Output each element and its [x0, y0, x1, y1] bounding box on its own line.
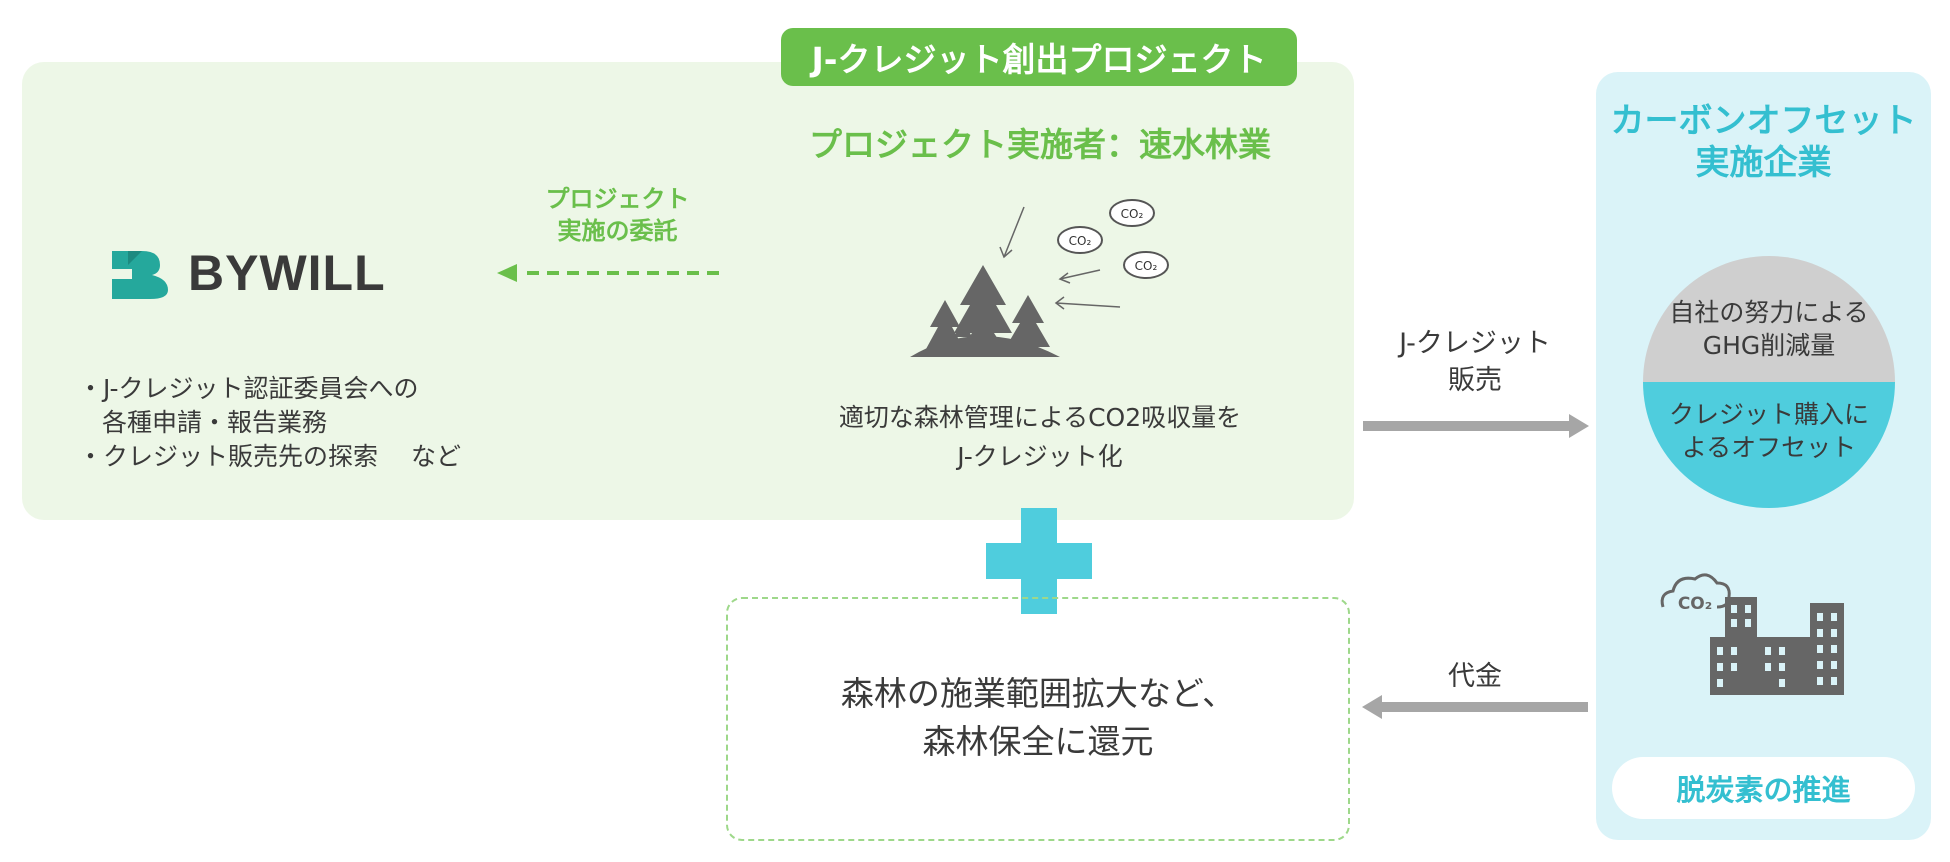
svg-text:CO₂: CO₂	[1135, 259, 1158, 273]
building-icon	[1710, 597, 1844, 695]
offset-company-title-line2: 実施企業	[1695, 143, 1832, 183]
credit-sale-label-line1: J-クレジット	[1399, 328, 1551, 359]
task-item: ・J-クレジット認証委員会への	[78, 374, 419, 403]
payment-arrow	[1362, 695, 1588, 719]
own-effort-text: 自社の努力による GHG削減量	[1643, 296, 1895, 362]
forest-caption: 適切な森林管理によるCO2吸収量を J-クレジット化	[790, 398, 1290, 476]
entrust-label-line1: プロジェクト	[545, 185, 690, 213]
plus-icon	[986, 508, 1092, 614]
return-text-line2: 森林保全に還元	[922, 722, 1154, 761]
payment-label: 代金	[1448, 661, 1502, 692]
entrust-label: プロジェクト 実施の委託	[515, 183, 720, 247]
offset-company-title-line1: カーボンオフセット	[1610, 101, 1917, 141]
tree-icon	[1006, 295, 1050, 347]
credit-offset-line2: よるオフセット	[1681, 433, 1857, 462]
bywill-logo: BYWILL	[108, 243, 438, 303]
credit-offset-line1: クレジット購入に	[1668, 400, 1869, 429]
tree-icon	[926, 300, 964, 349]
credit-sale-arrow	[1363, 414, 1589, 438]
svg-text:CO₂: CO₂	[1121, 207, 1144, 221]
entrust-arrow	[497, 264, 727, 282]
return-text-line1: 森林の施業範囲拡大など、	[840, 674, 1236, 713]
credit-sale-label: J-クレジット 販売	[1370, 325, 1580, 399]
credit-offset-text: クレジット購入に よるオフセット	[1643, 398, 1895, 464]
co2-cloud-icon: CO₂	[1109, 199, 1155, 227]
credit-offset-segment	[1643, 382, 1895, 508]
decarbonization-pill: 脱炭素の推進	[1612, 757, 1915, 819]
offset-company-title: カーボンオフセット 実施企業	[1596, 100, 1931, 184]
project-tab-label: J-クレジット創出プロジェクト	[781, 28, 1297, 86]
project-panel	[22, 62, 1354, 520]
ghg-breakdown-circle	[1643, 256, 1895, 508]
entrust-label-line2: 実施の委託	[557, 217, 678, 245]
co2-cloud-icon: CO₂	[1660, 573, 1731, 614]
project-implementer-title: プロジェクト実施者：速水林業	[809, 125, 1271, 164]
own-effort-line2: GHG削減量	[1702, 331, 1836, 360]
bywill-logo-mark	[112, 251, 168, 299]
forest-caption-line1: 適切な森林管理によるCO2吸収量を	[838, 403, 1242, 432]
svg-text:CO₂: CO₂	[1069, 234, 1092, 248]
forest-caption-line2: J-クレジット化	[957, 442, 1123, 471]
return-box	[726, 597, 1350, 841]
co2-cloud-icon: CO₂	[1057, 226, 1103, 254]
credit-sale-label-line2: 販売	[1448, 365, 1502, 396]
co2-absorb-arrows	[999, 206, 1121, 310]
task-item: 各種申請・報告業務	[102, 408, 328, 437]
bywill-logo-text: BYWILL	[188, 245, 386, 301]
own-effort-line1: 自社の努力による	[1669, 298, 1869, 327]
building-co2-illustration: CO₂	[1660, 573, 1844, 695]
return-text: 森林の施業範囲拡大など、 森林保全に還元	[726, 670, 1350, 766]
forest-co2-illustration: CO₂ CO₂ CO₂	[910, 199, 1169, 357]
tree-icon	[954, 320, 972, 337]
own-effort-segment	[1643, 256, 1895, 382]
task-item: ・クレジット販売先の探索 など	[78, 442, 461, 471]
co2-cloud-icon: CO₂	[1123, 251, 1169, 279]
svg-text:CO₂: CO₂	[1678, 594, 1712, 614]
bywill-task-list: ・J-クレジット認証委員会への 各種申請・報告業務 ・クレジット販売先の探索 な…	[78, 372, 538, 474]
